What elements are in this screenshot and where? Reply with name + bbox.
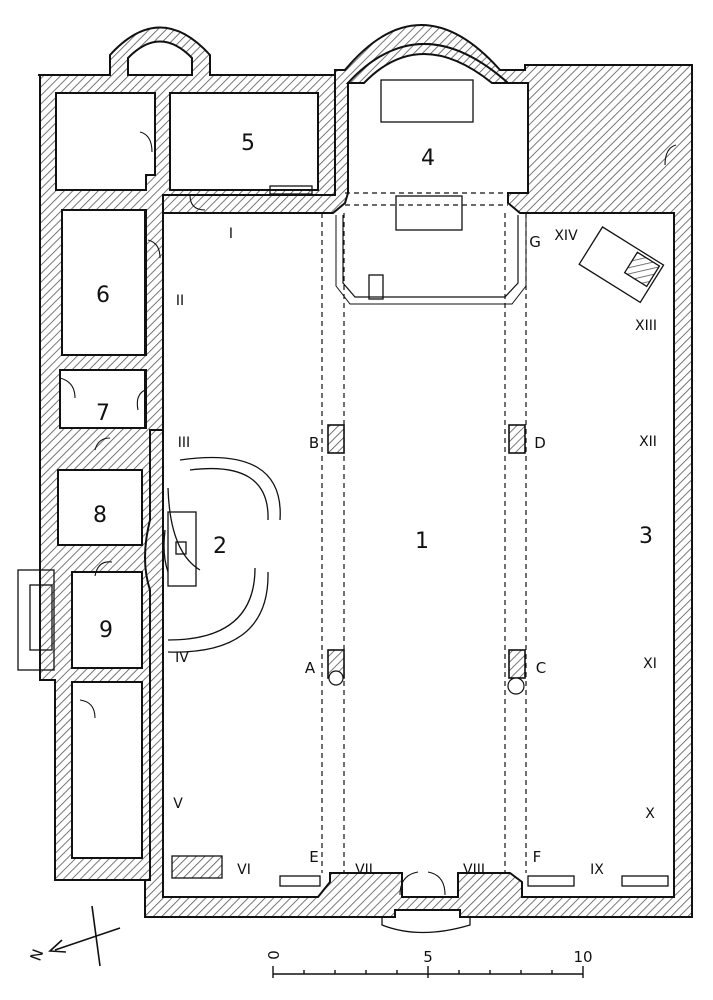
pillar-g-label: G — [529, 233, 541, 251]
west-chambers-wall — [38, 26, 336, 881]
room-4-label: 4 — [421, 146, 435, 171]
roman-labels: I II III IV V VI VII VIII IX X XI XII XI… — [173, 226, 657, 878]
bench-e — [279, 875, 321, 887]
apse-altar — [380, 79, 474, 123]
pillar-e-label: E — [309, 848, 318, 866]
features — [17, 79, 669, 934]
ambo-box — [167, 511, 197, 587]
roman-viii: VIII — [463, 862, 485, 878]
ambo-outer — [189, 467, 269, 521]
roman-vi: VI — [237, 862, 251, 878]
ambo-lower — [167, 567, 256, 641]
pillar-d-label: D — [534, 434, 546, 452]
north-label: N — [27, 947, 48, 964]
west-porch — [17, 569, 55, 671]
tomb-outer — [578, 226, 665, 304]
pillar-f-label: F — [533, 848, 542, 866]
scale-tick-0: 0 — [264, 950, 282, 960]
bema-table — [395, 195, 463, 231]
column-base-c — [507, 677, 525, 695]
pillar-c-label: C — [536, 659, 546, 677]
roman-ix: IX — [590, 862, 604, 878]
tomb-hatch — [623, 251, 661, 288]
apse-wall — [345, 43, 511, 84]
column-base-a — [328, 670, 344, 686]
room-1-label: 1 — [415, 529, 429, 554]
pillar-a-label: A — [305, 659, 316, 677]
pillar-b-label: B — [309, 434, 319, 452]
roman-xi: XI — [643, 656, 657, 672]
room-7-label: 7 — [96, 401, 110, 426]
main-outer-wall — [144, 24, 693, 918]
roman-xiv: XIV — [554, 228, 578, 244]
nave-lines — [321, 192, 527, 873]
ambo-outer-2 — [179, 456, 281, 521]
walls — [38, 24, 693, 918]
doors — [59, 131, 677, 896]
bench-vi — [171, 855, 223, 879]
pillar-c-mark — [508, 649, 526, 679]
bench-ix — [621, 875, 669, 887]
roman-vii: VII — [355, 862, 373, 878]
room-labels: 1 2 3 4 5 6 7 8 9 — [93, 131, 653, 643]
ambo-inner-box — [175, 541, 187, 555]
pillar-d-mark — [508, 424, 526, 454]
room-5-label: 5 — [241, 131, 255, 156]
roman-iv: IV — [175, 650, 189, 666]
roman-x: X — [645, 806, 655, 822]
pillar-b-mark — [327, 424, 345, 454]
roman-ii: II — [176, 293, 184, 309]
pillar-labels: A B C D E F G — [305, 233, 546, 866]
room-3-label: 3 — [639, 524, 653, 549]
bema-step — [342, 215, 519, 298]
room-8-label: 8 — [93, 503, 107, 528]
pillars — [327, 424, 526, 679]
entrance-step — [381, 918, 471, 934]
room-9-label: 9 — [99, 618, 113, 643]
room-5-bench — [269, 185, 313, 195]
bema-step-inner — [335, 215, 527, 305]
scale-tick-5: 5 — [423, 948, 433, 966]
north-arrow-icon — [48, 905, 121, 967]
bench-f — [527, 875, 575, 887]
roman-iii: III — [178, 435, 190, 451]
room-6-label: 6 — [96, 283, 110, 308]
room-2-label: 2 — [213, 534, 227, 559]
roman-xiii: XIII — [635, 318, 657, 334]
scale-bar — [272, 966, 584, 978]
ambo-arc — [163, 487, 201, 573]
roman-i: I — [229, 226, 233, 242]
bema-small-block — [368, 274, 384, 300]
ambo-lower-2 — [167, 571, 269, 653]
scale-tick-10: 10 — [573, 948, 592, 966]
roman-v: V — [173, 796, 183, 812]
west-porch-inner — [29, 584, 53, 651]
roman-xii: XII — [639, 434, 657, 450]
